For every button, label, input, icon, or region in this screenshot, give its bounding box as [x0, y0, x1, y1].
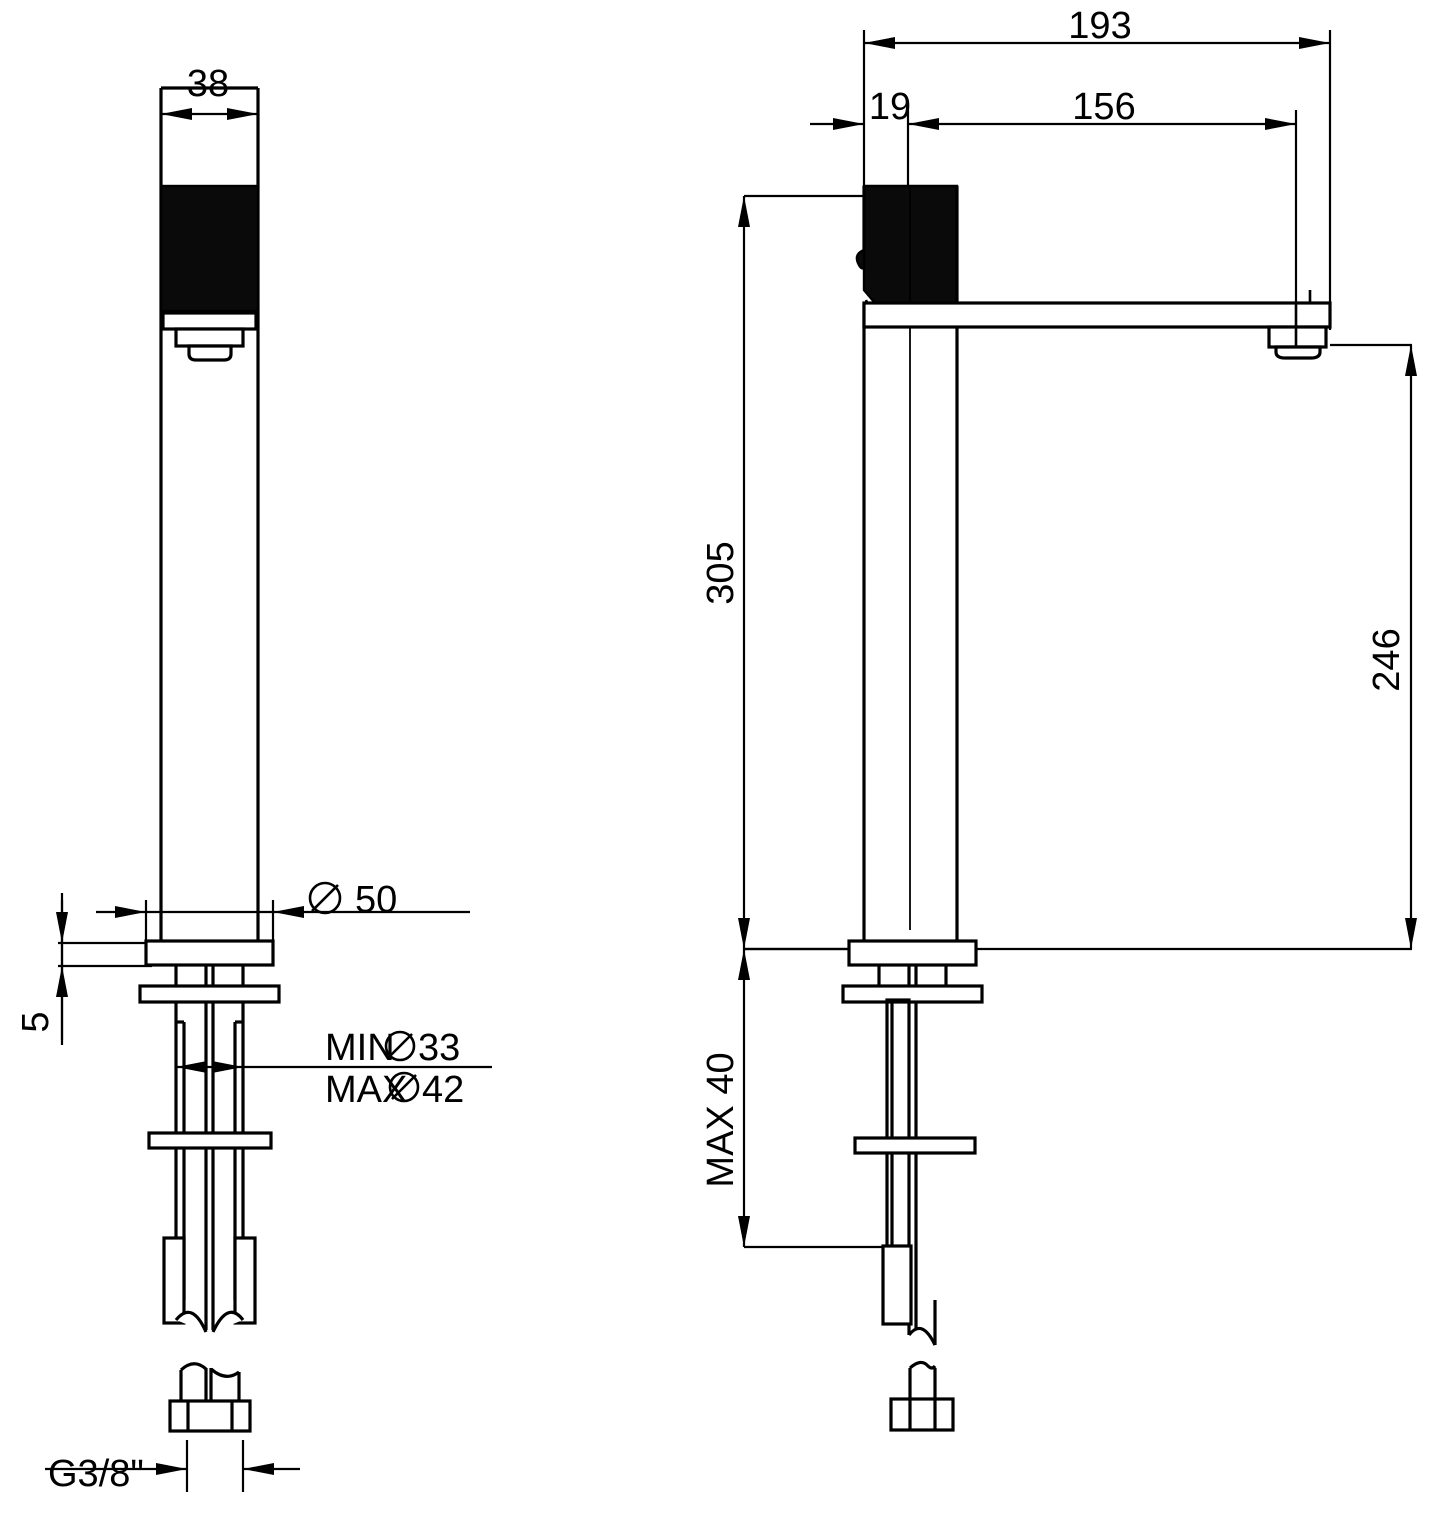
- label-max-dia-42: MAX: [325, 1069, 407, 1111]
- label-dia-50: 50: [355, 879, 397, 921]
- thread-detail-group: [45, 1362, 300, 1492]
- label-height-305: 305: [700, 541, 742, 604]
- label-thickness-5: 5: [15, 1011, 57, 1032]
- label-spout-height-246: 246: [1366, 628, 1408, 691]
- dimension-spout-height-246: [963, 343, 1417, 951]
- dimension-max-40: [738, 947, 905, 1249]
- label-min-dia-33-value: 33: [418, 1027, 460, 1069]
- label-offset-19: 19: [869, 86, 911, 128]
- side-flange: [841, 939, 984, 1004]
- front-flange: [138, 939, 281, 1004]
- dimension-height-305: [738, 194, 864, 951]
- dimension-hole-min-max: [176, 1061, 492, 1073]
- front-handle-block: [159, 184, 260, 313]
- front-cartridge-collar: [161, 311, 258, 362]
- label-thread-g38: G3/8": [48, 1453, 144, 1495]
- front-tail-sleeve: [162, 1236, 257, 1325]
- label-max-40: MAX 40: [700, 1052, 742, 1187]
- front-break-line: [174, 1310, 245, 1333]
- side-shank: [853, 998, 977, 1346]
- dimension-thickness-5: [56, 893, 152, 1045]
- label-max-dia-42-value: 42: [422, 1069, 464, 1111]
- label-width-38: 38: [187, 63, 229, 105]
- dimension-spout-156: [908, 110, 1298, 330]
- front-mounting-nut: [147, 1131, 273, 1150]
- min-33-dia-symbol: [384, 1030, 416, 1062]
- side-view-group: [738, 30, 1417, 1432]
- dia-50-symbol: [308, 881, 342, 915]
- side-thread-detail: [889, 1360, 955, 1432]
- label-reach-193: 193: [1068, 5, 1131, 47]
- front-view-group: [56, 86, 492, 1333]
- label-min-dia-33: MIN: [325, 1027, 395, 1069]
- side-spout-arm: [862, 301, 1332, 329]
- dimension-g38: [45, 1440, 300, 1492]
- label-spout-156: 156: [1072, 86, 1135, 128]
- side-aerator: [1267, 290, 1328, 360]
- front-shank: [174, 1002, 245, 1330]
- dimension-reach-193: [862, 30, 1332, 330]
- max-42-dia-symbol: [388, 1071, 420, 1103]
